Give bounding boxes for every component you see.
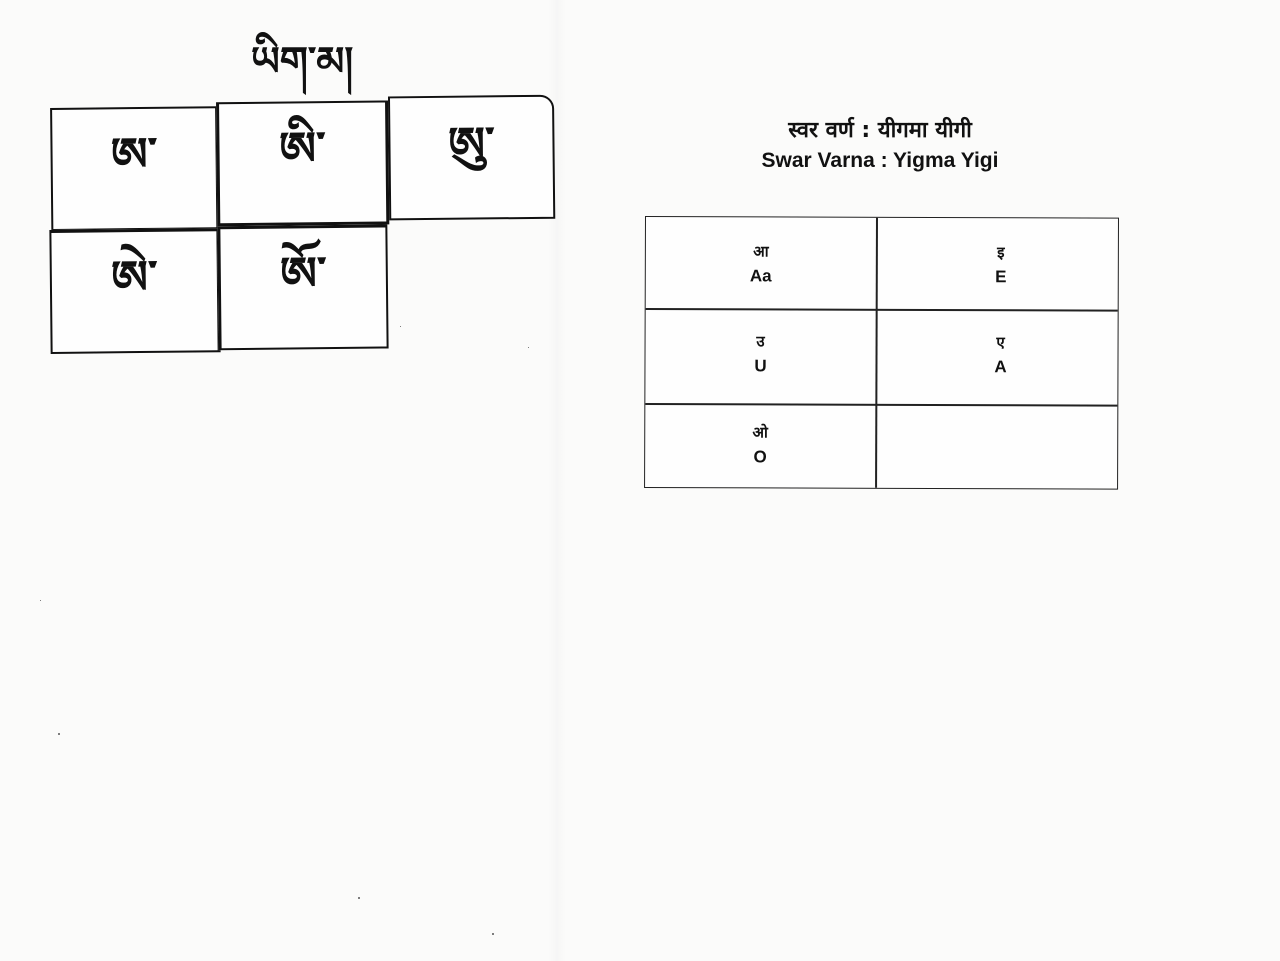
cell-devanagari: ओ	[752, 423, 768, 442]
heading-english: Swar Varna : Yigma Yigi	[761, 149, 999, 172]
table-cell: आ Aa	[646, 239, 876, 290]
cell-roman: Aa	[749, 266, 772, 286]
table-cell-empty	[885, 421, 1115, 422]
page-fold-shadow	[548, 0, 566, 961]
cell-devanagari	[885, 421, 1115, 422]
table-cell: उ U	[645, 329, 875, 380]
tibetan-vowel-cell: ཨོ་	[217, 224, 389, 351]
tibetan-vowel-grid: ཨ་ ཨི་ ཨུ་ ཨེ་ ཨོ་	[48, 94, 561, 358]
cell-devanagari: ए	[996, 333, 1005, 352]
table-cell: ए A	[885, 330, 1115, 381]
cell-roman: E	[995, 267, 1007, 287]
vowel-table: आ Aa इ E उ U ए A ओ O	[644, 216, 1119, 490]
table-cell: इ E	[886, 240, 1116, 291]
scan-speck	[58, 733, 60, 735]
tibetan-title: ཡིག་མ།	[250, 38, 354, 85]
tibetan-vowel-cell: ཨི་	[216, 100, 390, 227]
cell-roman: A	[994, 357, 1007, 377]
cell-devanagari: उ	[756, 332, 765, 351]
cell-roman	[885, 421, 1115, 422]
tibetan-vowel-cell: ཨེ་	[49, 228, 221, 354]
cell-devanagari: इ	[997, 243, 1005, 262]
scan-speck	[358, 897, 360, 899]
heading-hindi: स्वर वर्ण : यीगमा यीगी	[788, 118, 972, 143]
scan-speck	[528, 347, 529, 348]
cell-devanagari: आ	[753, 242, 769, 261]
table-row-divider	[645, 308, 1118, 312]
cell-roman: O	[753, 447, 767, 467]
section-heading: स्वर वर्ण : यीगमा यीगी Swar Varna : Yigm…	[700, 116, 1060, 176]
scan-speck	[492, 933, 494, 935]
cell-roman: U	[754, 356, 767, 376]
tibetan-vowel-cell: ཨུ་	[387, 94, 556, 221]
scan-speck	[400, 326, 401, 327]
table-cell: ओ O	[645, 420, 875, 471]
scan-speck	[40, 600, 41, 601]
tibetan-vowel-cell: ཨ་	[50, 106, 220, 232]
table-row-divider	[645, 403, 1118, 407]
